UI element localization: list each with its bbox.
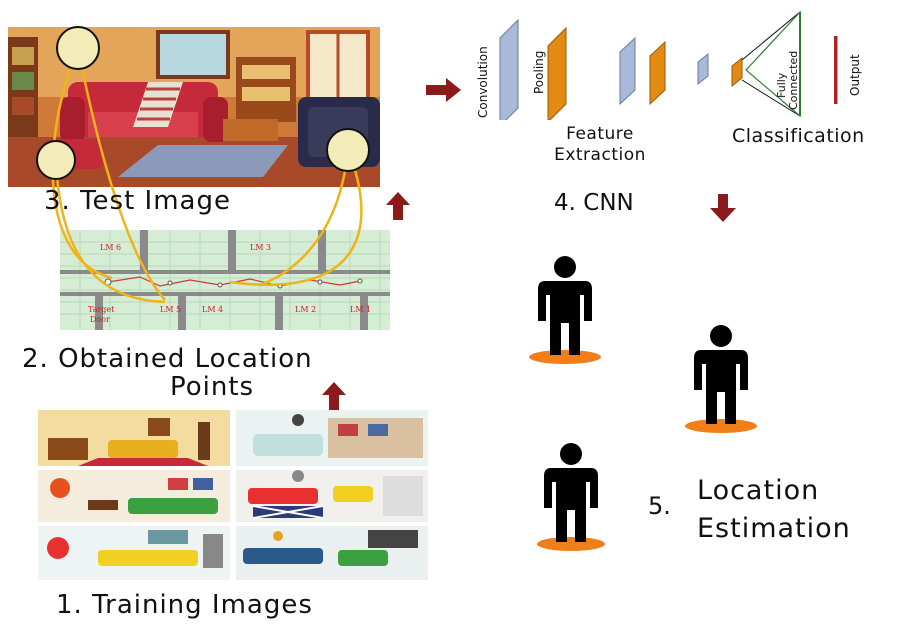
training-tile-6 — [236, 526, 428, 580]
cnn-connected-label: Connected — [787, 50, 800, 110]
cnn-output-label: Output — [848, 54, 862, 96]
person-icon — [537, 443, 605, 551]
location-line: Location — [697, 475, 820, 506]
floor-map: LM 6 LM 3 Target Door LM 5 LM 4 LM 2 LM … — [60, 230, 390, 330]
cnn-pooling-label: Pooling — [532, 50, 546, 94]
feature-line: Feature — [566, 124, 634, 144]
feature-extraction-label: Feature Extraction — [540, 124, 660, 166]
map-label-lm5: LM 5 — [160, 305, 181, 314]
estimation-line: Estimation — [697, 513, 851, 544]
training-images — [38, 410, 428, 580]
person-icon — [529, 256, 601, 364]
map-label-lm1: LM 1 — [350, 305, 371, 314]
location-marker — [56, 26, 100, 70]
cnn-caption: 4. CNN — [554, 190, 634, 216]
map-label-lm6: LM 6 — [100, 243, 121, 252]
map-label-door: Door — [90, 315, 110, 324]
map-label-lm3: LM 3 — [250, 243, 271, 252]
map-label-lm4: LM 4 — [202, 305, 223, 314]
test-image-caption: 3. Test Image — [44, 186, 231, 216]
training-tile-3 — [38, 470, 230, 522]
map-label-target: Target — [88, 305, 115, 314]
obtained-points-caption-line1: 2. Obtained Location — [22, 344, 313, 374]
cnn-architecture — [499, 10, 838, 120]
extraction-line: Extraction — [554, 145, 646, 165]
arrow-up-icon — [386, 192, 410, 220]
arrow-down-icon — [710, 194, 736, 222]
classification-label: Classification — [732, 125, 865, 147]
training-tile-4 — [236, 470, 428, 522]
training-tile-1 — [38, 410, 230, 466]
location-estimation-caption: Location Estimation — [697, 472, 851, 548]
training-images-caption: 1. Training Images — [56, 590, 313, 620]
arrow-up-icon — [322, 382, 346, 410]
obtained-points-caption-line2: Points — [170, 372, 255, 402]
location-number: 5. — [648, 492, 671, 520]
arrow-right-icon — [426, 78, 461, 102]
location-marker — [326, 128, 370, 172]
location-marker — [36, 140, 76, 180]
training-tile-2 — [236, 410, 428, 466]
map-label-lm2: LM 2 — [295, 305, 316, 314]
cnn-convolution-label: Convolution — [476, 46, 490, 118]
training-tile-5 — [38, 526, 230, 580]
person-icon — [685, 325, 757, 433]
